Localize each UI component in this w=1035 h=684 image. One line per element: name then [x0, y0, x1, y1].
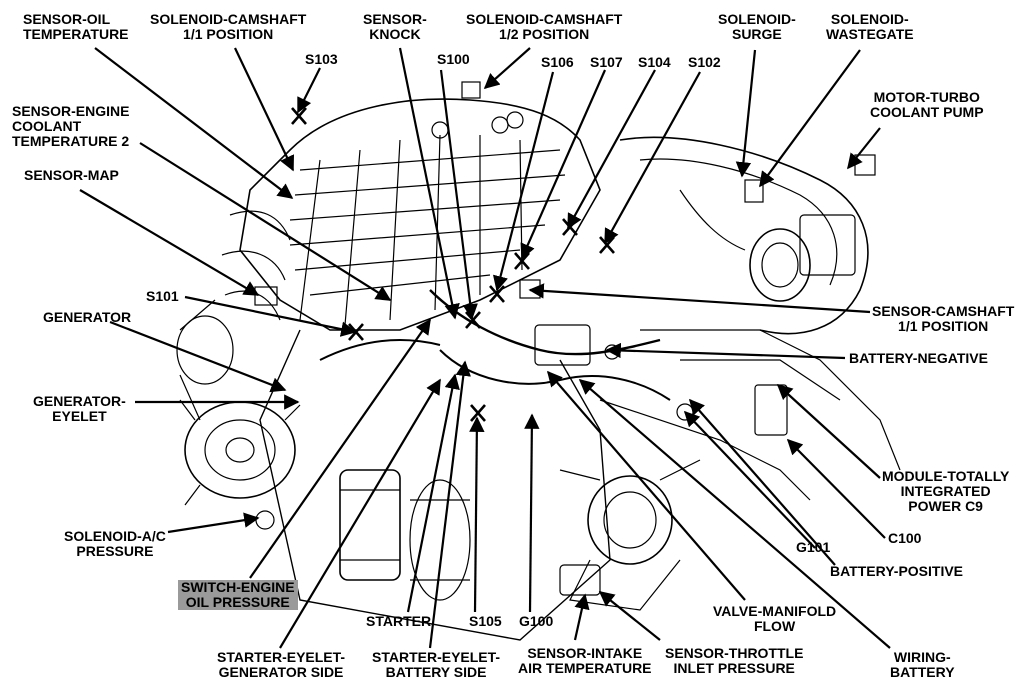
label-solenoid-camshaft-11: SOLENOID-CAMSHAFT 1/1 POSITION [150, 11, 307, 42]
label-battery-positive: BATTERY-POSITIVE [830, 563, 964, 579]
label-s103: S103 [305, 51, 338, 67]
label-switch-engine-oil-pressure: SWITCH-ENGINE OIL PRESSURE [178, 580, 298, 610]
label-s107: S107 [590, 54, 623, 70]
label-sensor-intake-air-temperature: SENSOR-INTAKE AIR TEMPERATURE [518, 645, 652, 676]
label-solenoid-surge: SOLENOID- SURGE [718, 11, 796, 42]
label-s100: S100 [437, 51, 470, 67]
label-s105: S105 [469, 613, 502, 629]
label-s104: S104 [638, 54, 671, 70]
splice-marks [291, 107, 615, 422]
label-g100: G100 [519, 613, 554, 629]
leader-lines [79, 47, 891, 649]
label-sensor-oil-temperature: SENSOR-OIL TEMPERATURE [23, 11, 129, 42]
label-solenoid-camshaft-12: SOLENOID-CAMSHAFT 1/2 POSITION [466, 11, 623, 42]
label-g101: G101 [796, 539, 831, 555]
label-c100: C100 [888, 530, 922, 546]
label-generator: GENERATOR [43, 309, 132, 325]
label-sensor-map: SENSOR-MAP [24, 167, 119, 183]
label-starter-eyelet-battery-side: STARTER-EYELET- BATTERY SIDE [372, 649, 501, 680]
label-s106: S106 [541, 54, 574, 70]
splice-s107-mark [562, 218, 578, 236]
label-wiring-battery: WIRING- BATTERY [890, 649, 955, 680]
label-sensor-camshaft-11: SENSOR-CAMSHAFT 1/1 POSITION [872, 303, 1015, 334]
label-s101: S101 [146, 288, 179, 304]
label-solenoid-ac-pressure: SOLENOID-A/C PRESSURE [64, 528, 166, 559]
label-module-tipm: MODULE-TOTALLY INTEGRATED POWER C9 [882, 468, 1010, 514]
label-sensor-throttle-inlet-pressure: SENSOR-THROTTLE INLET PRESSURE [665, 645, 804, 676]
label-sensor-engine-coolant-temp-2: SENSOR-ENGINE COOLANT TEMPERATURE 2 [12, 103, 130, 149]
label-s102: S102 [688, 54, 721, 70]
label-battery-negative: BATTERY-NEGATIVE [849, 350, 988, 366]
label-sensor-knock: SENSOR- KNOCK [363, 11, 427, 42]
label-generator-eyelet: GENERATOR- EYELET [33, 393, 126, 424]
engine-drawing [176, 81, 901, 641]
label-motor-turbo-coolant-pump: MOTOR-TURBO COOLANT PUMP [870, 89, 984, 120]
label-starter: STARTER [366, 613, 432, 629]
label-starter-eyelet-generator-side: STARTER-EYELET- GENERATOR SIDE [217, 649, 346, 680]
label-valve-manifold-flow: VALVE-MANIFOLD FLOW [713, 603, 837, 634]
label-solenoid-wastegate: SOLENOID- WASTEGATE [826, 11, 914, 42]
